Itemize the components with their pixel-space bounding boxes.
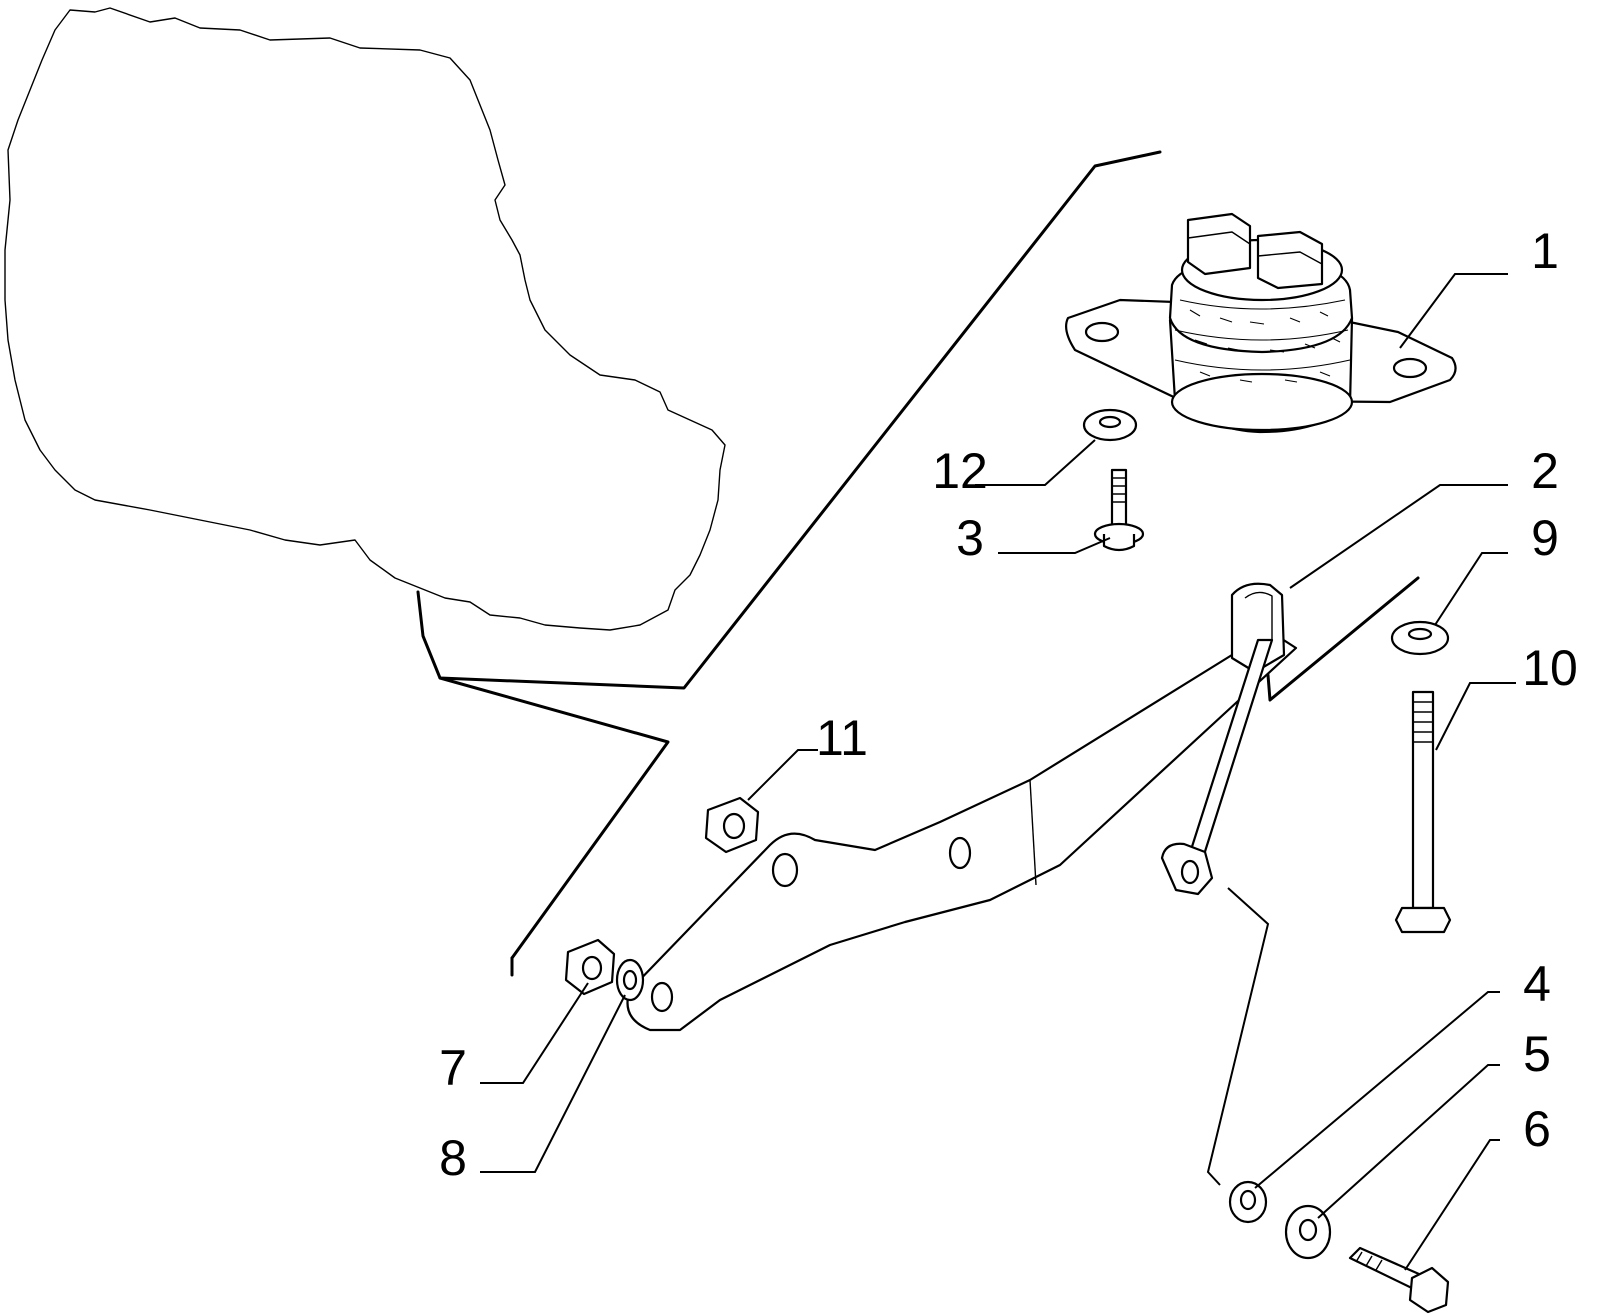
callout-4: 4 <box>1523 956 1551 1012</box>
callout-2: 2 <box>1531 443 1559 499</box>
callout-labels: 1 2 3 4 5 6 7 8 9 10 11 12 <box>439 223 1578 1186</box>
washer-part-12 <box>1082 408 1138 442</box>
callout-11: 11 <box>816 710 868 766</box>
bolt-part-3 <box>1093 468 1145 552</box>
callout-1: 1 <box>1531 223 1559 279</box>
nut-part-11 <box>704 796 760 854</box>
callout-6: 6 <box>1523 1101 1551 1157</box>
callout-5: 5 <box>1523 1026 1551 1082</box>
long-bolt-part-10 <box>1394 690 1452 934</box>
engine-mount-part-1 <box>1065 212 1457 434</box>
callout-3: 3 <box>956 510 984 566</box>
callout-7: 7 <box>439 1040 467 1096</box>
nut-part-7 <box>564 938 616 996</box>
gearbox-outline <box>4 7 726 631</box>
leader-lines <box>480 273 1516 1271</box>
callout-9: 9 <box>1531 510 1559 566</box>
bolt-part-6 <box>1348 1246 1450 1314</box>
bracket-arm-part-2 <box>626 582 1298 1032</box>
assembly-bracket-lines <box>416 150 1420 977</box>
callout-10: 10 <box>1522 640 1578 696</box>
washer-part-5 <box>1284 1204 1332 1260</box>
washer-part-8 <box>615 958 645 1002</box>
washer-part-9 <box>1390 620 1450 656</box>
callout-8: 8 <box>439 1130 467 1186</box>
spring-washer-part-4 <box>1228 1180 1268 1224</box>
callout-12: 12 <box>932 443 988 499</box>
